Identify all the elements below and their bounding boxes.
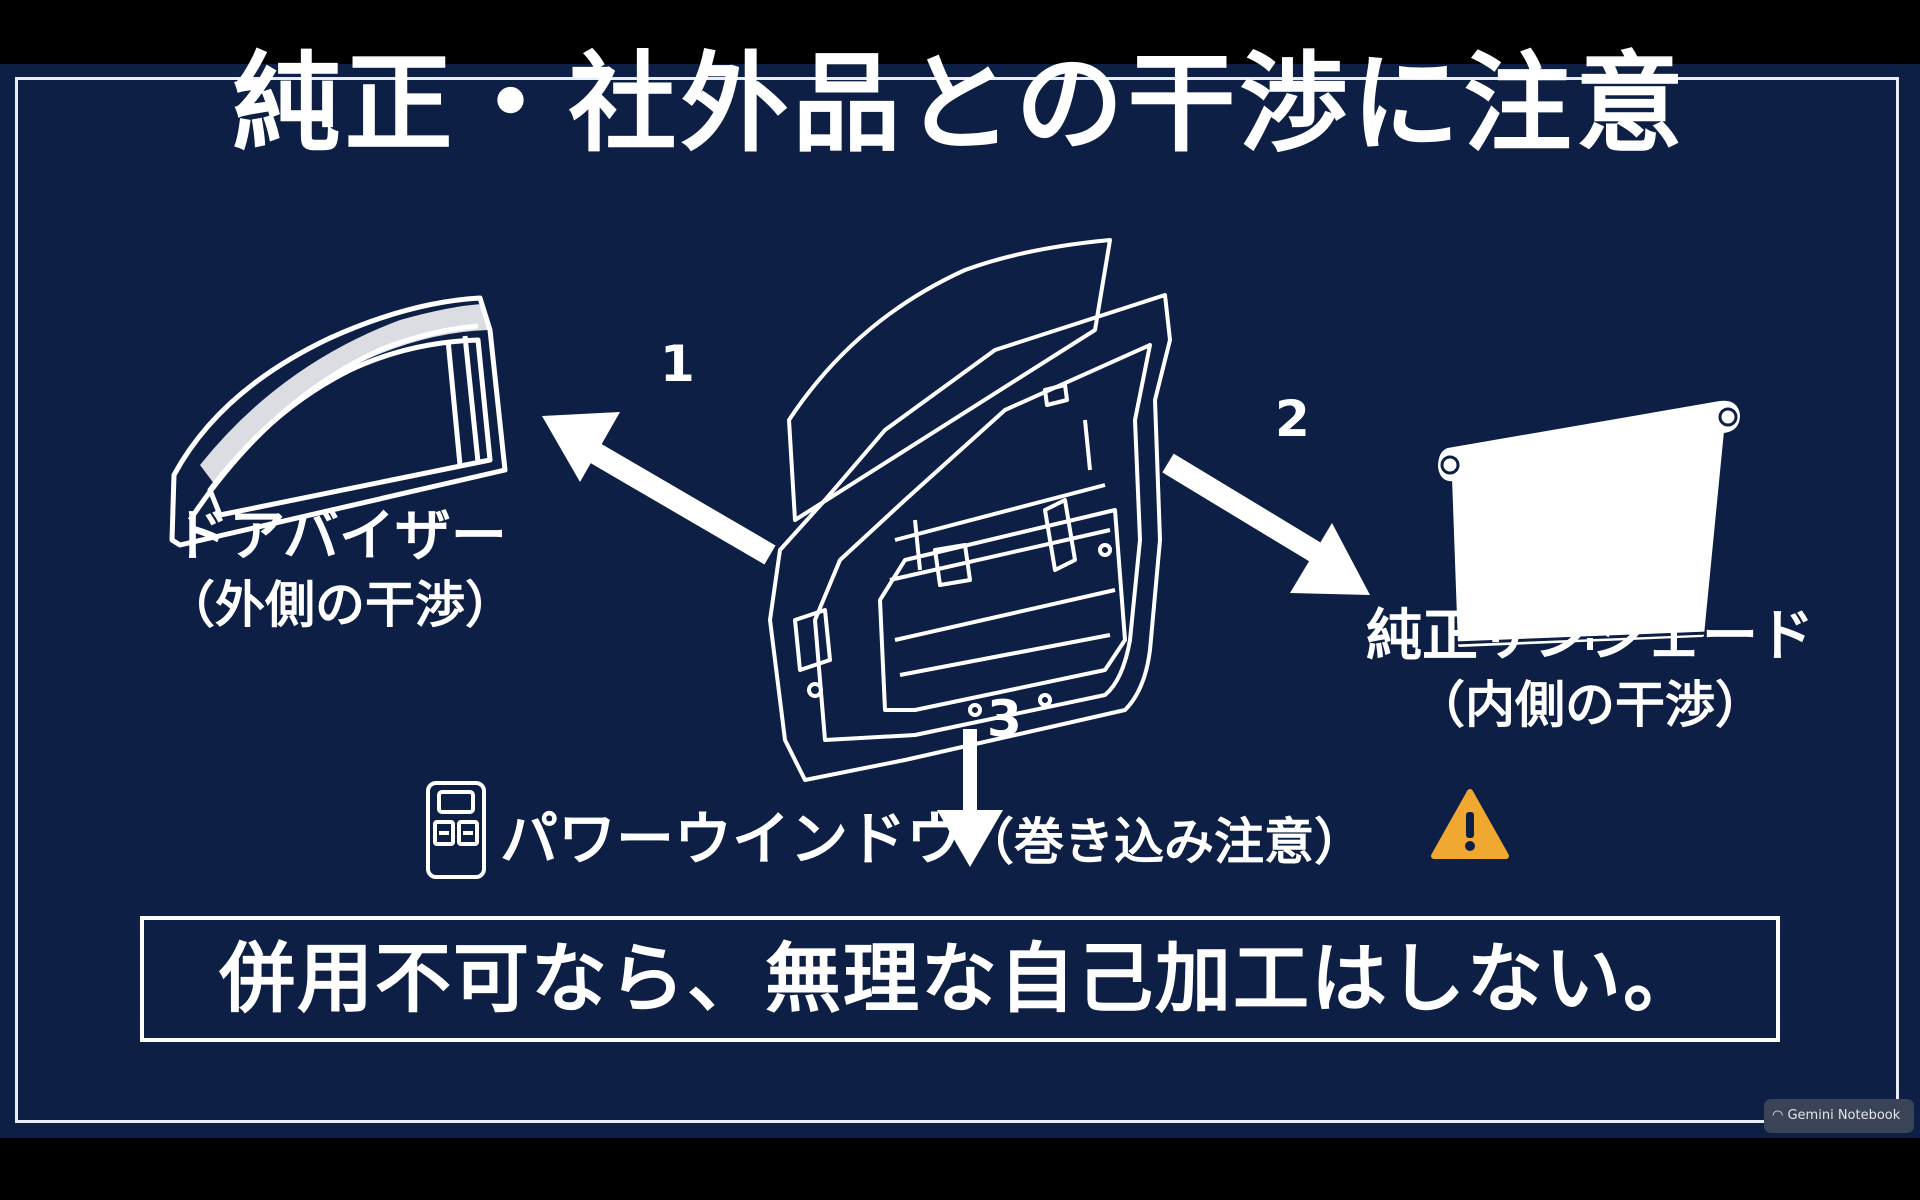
car-door-frame-icon [768, 238, 1172, 782]
slide-frame [15, 77, 1899, 1123]
bottom-message: 併用不可なら、無理な自己加工はしない。 [219, 934, 1701, 1023]
sunshade-label: 純正サンシェード （内側の干渉） [1320, 604, 1860, 735]
power-window-switch-icon [426, 781, 486, 879]
power-window-row: パワーウインドウ（巻き込み注意） [420, 780, 1520, 890]
door-visor-label: ドアバイザー （外側の干渉） [130, 504, 550, 635]
item-1-number: 1 [660, 335, 695, 393]
sunshade-note: （内側の干渉） [1415, 676, 1765, 735]
roller-sunshade-icon [1438, 400, 1740, 650]
arrow-3-icon [937, 729, 1003, 867]
door-visor-icon [169, 295, 508, 548]
arrow-1-icon [542, 412, 776, 565]
notebook-icon: ◠ [1772, 1108, 1788, 1123]
item-2-number: 2 [1275, 390, 1310, 448]
bottom-message-box: 併用不可なら、無理な自己加工はしない。 [140, 916, 1780, 1042]
door-visor-title: ドアバイザー [173, 504, 507, 569]
page-title: 純正・社外品との干渉に注意 [232, 42, 1688, 167]
sunshade-title: 純正サンシェード [1366, 604, 1814, 669]
door-visor-note: （外側の干渉） [165, 576, 515, 635]
power-window-note: （巻き込み注意） [964, 813, 1365, 871]
warning-triangle-icon [1431, 789, 1509, 859]
watermark-badge: ◠ Gemini Notebook [1764, 1099, 1914, 1133]
item-3-number: 3 [987, 690, 1022, 748]
power-window-label: パワーウインドウ（巻き込み注意） [500, 792, 1364, 876]
watermark-text: Gemini Notebook [1787, 1108, 1901, 1123]
power-window-title: パワーウインドウ [500, 805, 965, 873]
arrow-2-icon [1162, 453, 1370, 595]
